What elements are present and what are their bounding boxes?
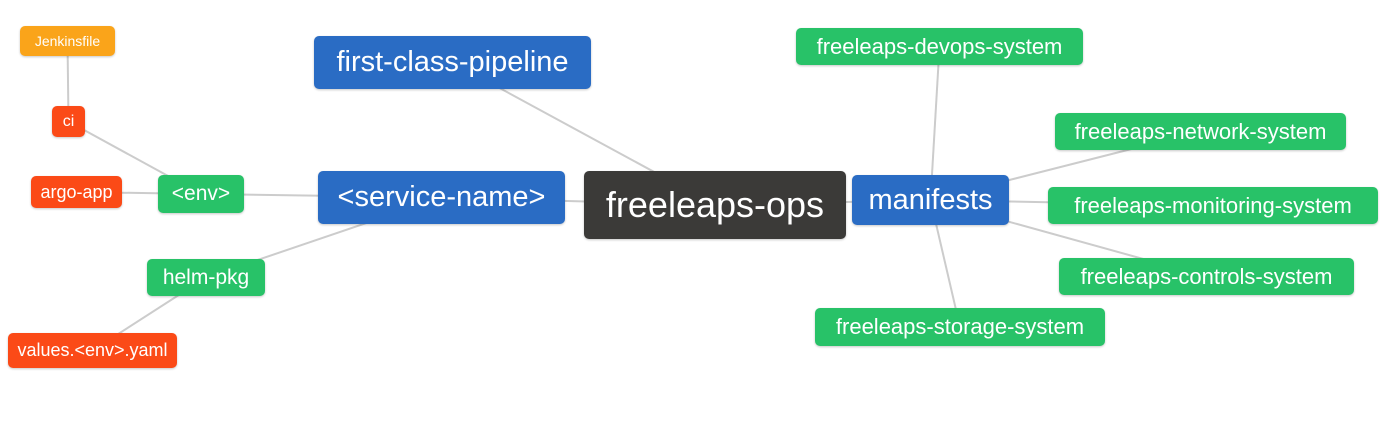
node-monitoring-system[interactable]: freeleaps-monitoring-system <box>1048 187 1378 224</box>
node-values-env-yaml[interactable]: values.<env>.yaml <box>8 333 177 368</box>
node-freeleaps-ops[interactable]: freeleaps-ops <box>584 171 846 239</box>
node-label: values.<env>.yaml <box>17 340 168 360</box>
node-label: <service-name> <box>337 181 546 213</box>
node-helm-pkg[interactable]: helm-pkg <box>147 259 265 296</box>
node-label: Jenkinsfile <box>34 33 101 49</box>
node-label: argo-app <box>40 181 113 202</box>
node-storage-system[interactable]: freeleaps-storage-system <box>815 308 1105 346</box>
node-devops-system[interactable]: freeleaps-devops-system <box>796 28 1083 65</box>
node-label: helm-pkg <box>162 265 250 289</box>
node-label: ci <box>62 112 75 130</box>
node-label: freeleaps-network-system <box>1074 118 1327 144</box>
node-label: freeleaps-monitoring-system <box>1074 192 1352 218</box>
node-label: freeleaps-storage-system <box>835 314 1085 339</box>
node-network-system[interactable]: freeleaps-network-system <box>1055 113 1346 150</box>
node-label: manifests <box>868 183 993 216</box>
node-jenkinsfile[interactable]: Jenkinsfile <box>20 26 115 56</box>
node-service-name[interactable]: <service-name> <box>318 171 565 224</box>
node-label: freeleaps-ops <box>605 184 825 225</box>
node-first-class-pipeline[interactable]: first-class-pipeline <box>314 36 591 89</box>
node-label: <env> <box>171 182 231 205</box>
node-label: first-class-pipeline <box>336 46 569 78</box>
node-ci[interactable]: ci <box>52 106 85 137</box>
node-argo-app[interactable]: argo-app <box>31 176 122 208</box>
node-manifests[interactable]: manifests <box>852 175 1009 225</box>
node-label: freeleaps-controls-system <box>1080 263 1333 289</box>
node-controls-system[interactable]: freeleaps-controls-system <box>1059 258 1354 295</box>
node-label: freeleaps-devops-system <box>816 33 1063 59</box>
edge-manifests-devops-system <box>929 46 941 201</box>
node-env[interactable]: <env> <box>158 175 244 213</box>
